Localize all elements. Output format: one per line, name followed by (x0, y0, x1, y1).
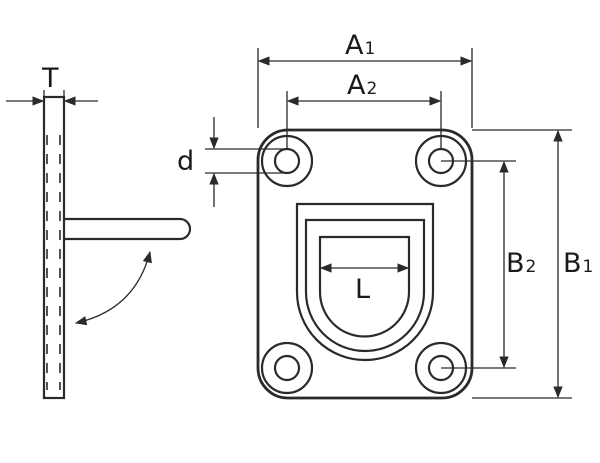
side-view-plate (42, 95, 66, 400)
front-view (256, 128, 474, 400)
label-L: L (355, 274, 370, 305)
dimension-B1: B1 (472, 129, 593, 399)
side-view-folding-ring (64, 217, 192, 241)
dimension-A2: A2 (286, 70, 442, 150)
label-A1: A1 (345, 30, 375, 61)
mounting-hole-bottom-left (260, 341, 314, 395)
front-view-plate (256, 128, 474, 400)
dimension-d: d (177, 117, 287, 207)
dimension-B2: B2 (441, 160, 536, 369)
dimension-T: T (6, 63, 98, 106)
ring-inner-outline (304, 218, 426, 353)
dimension-A1: A1 (257, 30, 473, 128)
dimension-L: L (319, 263, 410, 305)
side-view (42, 95, 192, 400)
swing-arrow (74, 250, 152, 326)
label-A2: A2 (347, 70, 377, 101)
label-T: T (41, 63, 59, 94)
ring-opening (318, 235, 411, 338)
ring-outer-outline (295, 202, 435, 362)
label-B2: B2 (506, 248, 536, 279)
folding-ring-recess (295, 202, 435, 362)
label-B1: B1 (563, 248, 593, 279)
label-d: d (177, 146, 194, 177)
